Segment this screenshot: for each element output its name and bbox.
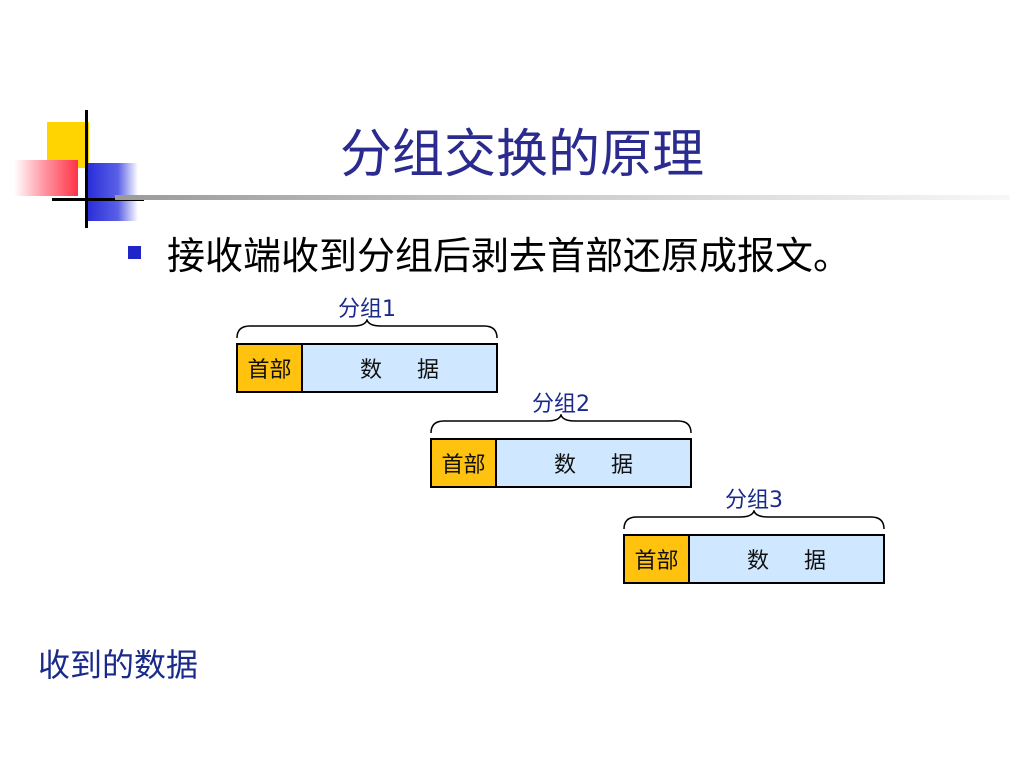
brace-icon: [430, 414, 692, 434]
decor-blue-square: [88, 163, 138, 221]
packet-box: 首部 数 据: [430, 438, 692, 488]
bullet-square-icon: [128, 246, 141, 259]
decor-horizontal-line: [52, 198, 144, 201]
packet-data-cell: 数 据: [303, 345, 496, 391]
title-underline: [115, 195, 1010, 200]
decor-vertical-line: [85, 110, 88, 228]
packet-data-cell: 数 据: [690, 536, 883, 582]
decor-red-square: [14, 160, 78, 196]
slide-title: 分组交换的原理: [340, 125, 705, 185]
packet-label: 分组3: [725, 488, 783, 513]
bullet-text: 接收端收到分组后剥去首部还原成报文。: [167, 234, 852, 278]
packet-box: 首部 数 据: [623, 534, 885, 584]
packet-header-cell: 首部: [238, 345, 303, 391]
packet-box: 首部 数 据: [236, 343, 498, 393]
packet-header-cell: 首部: [432, 440, 497, 486]
packet-label: 分组2: [532, 392, 590, 417]
brace-icon: [236, 319, 498, 339]
brace-icon: [623, 510, 885, 530]
bullet-item: 接收端收到分组后剥去首部还原成报文。: [128, 225, 851, 280]
received-data-label: 收到的数据: [38, 646, 199, 684]
packet-header-cell: 首部: [625, 536, 690, 582]
packet-label: 分组1: [338, 297, 396, 322]
packet-data-cell: 数 据: [497, 440, 690, 486]
